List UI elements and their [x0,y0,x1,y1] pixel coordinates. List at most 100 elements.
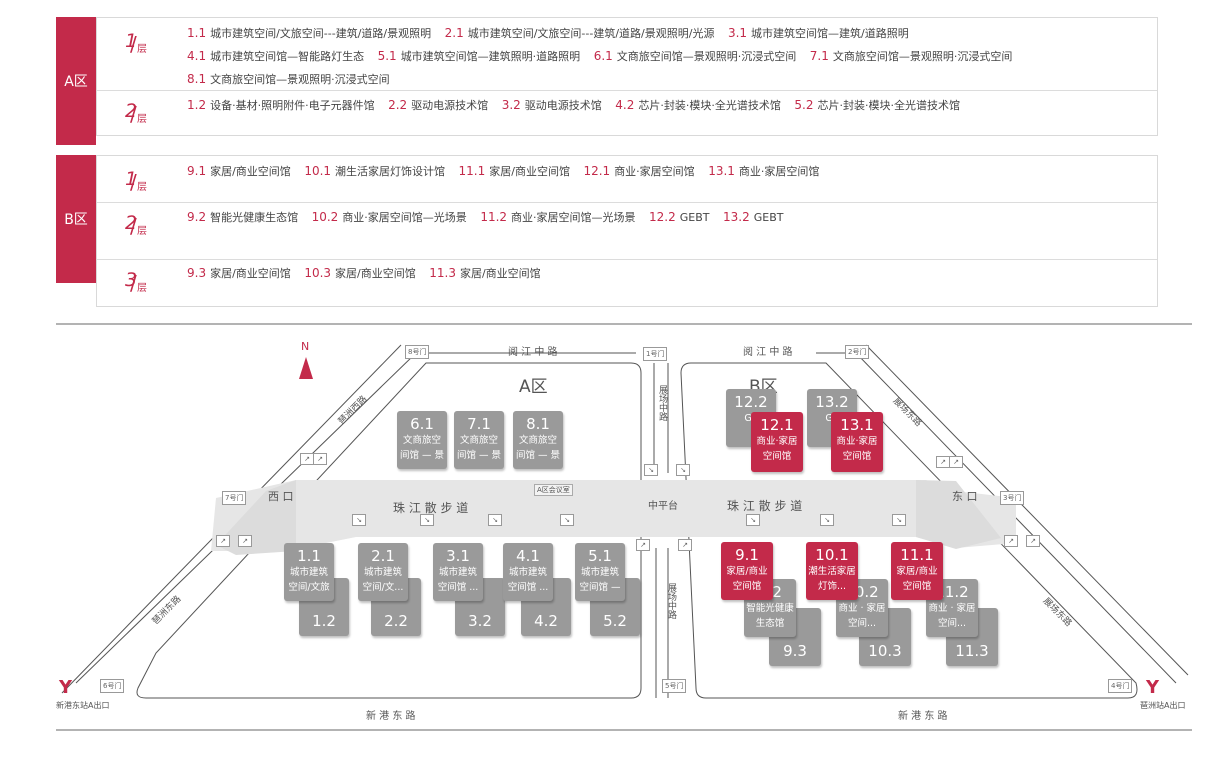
zone-a-map-label: A区 [519,377,548,397]
escalator-icon: ↗ [216,535,230,547]
escalator-icon: ↘ [746,514,760,526]
gate-4[interactable]: 4号门 [1108,679,1133,693]
gate-7[interactable]: 7号门 [222,491,247,505]
gate-3[interactable]: 3号门 [1000,491,1025,505]
west-gate-label: 西 口 [268,490,294,503]
hall-3-1[interactable]: 3.1 城市建筑空间馆 ... [433,543,483,601]
north-label: N [301,340,310,353]
escalator-icon: ↗ [238,535,252,547]
escalator-icon: ↘ [644,464,658,476]
hall-6-1[interactable]: 6.1 文商旅空间馆 — 景 [397,411,447,469]
gate-1[interactable]: 1号门 [643,347,668,361]
escalator-icon: ↘ [820,514,834,526]
gate-8[interactable]: 8号门 [405,345,430,359]
gate-2[interactable]: 2号门 [845,345,870,359]
hall-11-1[interactable]: 11.1 家居/商业空间馆 [891,542,943,600]
escalator-icon: ↘ [892,514,906,526]
road-middle-bottom-label: 展场中路 [666,583,676,619]
road-middle-top-label: 展场中路 [657,385,667,421]
escalator-icon: ↘ [676,464,690,476]
road-bottom-label: 新 港 东 路 [366,711,416,722]
hall-7-1[interactable]: 7.1 文商旅空间馆 — 景 [454,411,504,469]
escalator-icon: ↘ [560,514,574,526]
gate-6[interactable]: 6号门 [100,679,125,693]
escalator-icon: ↘ [488,514,502,526]
escalator-icon: ↘ [352,514,366,526]
escalator-icon: ↗ [936,456,950,468]
escalator-icon: ↗ [1026,535,1040,547]
hall-9-1[interactable]: 9.1 家居/商业空间馆 [721,542,773,600]
metro-right-icon: Y [1146,677,1160,698]
zone-b-tab[interactable]: B区 [56,155,96,283]
road-bottom-label-b: 新 港 东 路 [898,711,948,722]
road-top-label-b: 阅 江 中 路 [743,347,793,358]
hall-5-1[interactable]: 5.1 城市建筑空间馆 — [575,543,625,601]
map-background [56,323,1192,731]
hall-13-1[interactable]: 13.1 商业·家居空间馆 [831,412,883,472]
walkway-a-label: 珠 江 散 步 道 [393,501,469,515]
floor-1-label: 1 / 层 [125,168,147,194]
metro-right-label: 琶洲站A出口 [1140,701,1186,710]
hall-1-1[interactable]: 1.1 城市建筑空间/文旅 [284,543,334,601]
center-platform-label: 中平台 [648,501,678,512]
metro-left-label: 新港东站A出口 [56,701,110,710]
metro-left-icon: Y [59,677,73,698]
hall-12-1[interactable]: 12.1 商业·家居空间馆 [751,412,803,472]
floor-1-label: 1 / 层 [125,30,147,56]
north-arrow-icon [299,357,313,379]
hall-2-1[interactable]: 2.1 城市建筑空间/文... [358,543,408,601]
hall-8-1[interactable]: 8.1 文商旅空间馆 — 景 [513,411,563,469]
hall-10-1[interactable]: 10.1 潮生活家居灯饰... [806,542,858,600]
escalator-icon: ↗ [678,539,692,551]
escalator-icon: ↗ [949,456,963,468]
escalator-icon: ↗ [636,539,650,551]
east-gate-label: 东 口 [952,490,978,503]
escalator-icon: ↗ [300,453,314,465]
escalator-icon: ↗ [313,453,327,465]
zone-a-tab[interactable]: A区 [56,17,96,145]
gate-5[interactable]: 5号门 [662,679,687,693]
escalator-icon: ↗ [1004,535,1018,547]
floor-2-label: 2 / 层 [125,212,147,238]
hall-4-1[interactable]: 4.1 城市建筑空间馆 ... [503,543,553,601]
